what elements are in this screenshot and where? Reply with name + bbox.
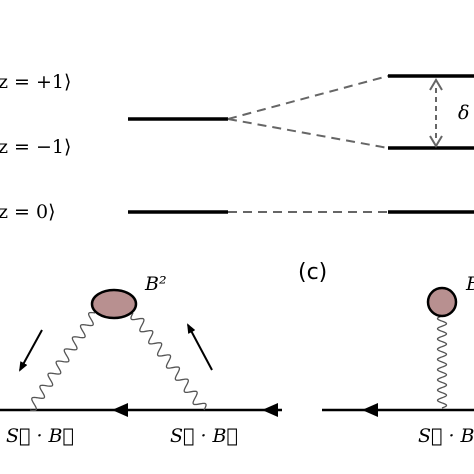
wavy-photon-left [29, 311, 96, 412]
level-label-zero: z = 0⟩ [0, 201, 56, 223]
panel-c-label: (c) [298, 260, 327, 285]
wavy-photon-c [436, 315, 448, 409]
connector-upper [227, 75, 389, 120]
connector-lower [227, 118, 389, 149]
interaction-blob [90, 288, 138, 320]
vertex-label-left-2: S⃗ · B⃗ [170, 425, 238, 447]
level-label-minus-one: z = −1⟩ [0, 136, 71, 158]
fermion-arrow-left-2 [262, 403, 278, 417]
wavy-photon-right [130, 312, 207, 411]
bubble-label: B² [144, 273, 167, 295]
splitting-label: δ [458, 102, 469, 124]
fermion-arrow-c [362, 403, 378, 417]
fermion-arrow-left-1 [112, 403, 128, 417]
vertex-label-c: S⃗ · B⃗ [418, 425, 474, 447]
vertex-label-left-1: S⃗ · B⃗ [6, 425, 74, 447]
arrow-icon [187, 323, 213, 371]
tadpole-blob [426, 286, 458, 318]
level-label-plus-one: z = +1⟩ [0, 71, 71, 93]
tadpole-label-partial: B [465, 273, 474, 295]
double-arrow-icon [429, 78, 443, 148]
arrow-icon [19, 329, 43, 372]
